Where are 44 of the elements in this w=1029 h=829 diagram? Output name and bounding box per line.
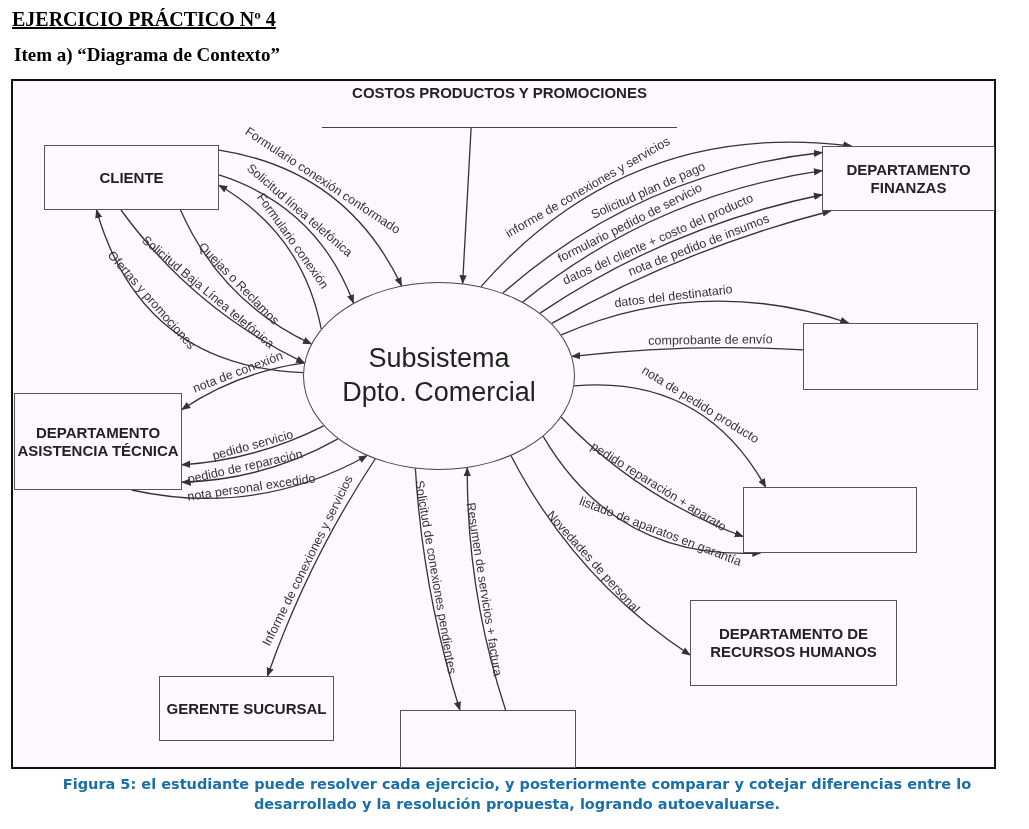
flow-arrow <box>542 435 762 557</box>
flow-arrow <box>560 300 850 336</box>
entity-label: DEPARTAMENTO ASISTENCIA TÉCNICA <box>16 423 180 460</box>
section-heading: Item a) “Diagrama de Contexto” <box>14 44 280 66</box>
empty-box <box>803 323 978 390</box>
flow-arrow <box>179 209 312 345</box>
entity-label: DEPARTAMENTO DE RECURSOS HUMANOS <box>709 625 878 661</box>
flow-arrow <box>502 150 823 294</box>
flow-arrow <box>218 184 322 330</box>
flow-arrow <box>95 209 304 374</box>
figure-caption: Figura 5: el estudiante puede resolver cada ejercicio, y posteriormente comparar y cotejar diferencias entre lo desarrollado y la resolución propuesta, logrando autoevaluarse. <box>61 775 973 814</box>
heading-text: COSTOS PRODUCTOS Y PROMOCIONES <box>322 84 677 128</box>
flow-arrow <box>181 425 325 468</box>
flow-arrow <box>218 149 403 287</box>
diagram-title: EJERCICIO PRÁCTICO Nº 4 <box>12 8 276 31</box>
entity-label: CLIENTE <box>99 168 164 187</box>
flow-arrow <box>480 141 853 288</box>
entity-box <box>159 676 334 741</box>
flow-arrow <box>510 455 691 656</box>
flow-arrow <box>266 458 376 677</box>
entity-label: DEPARTAMENTO FINANZAS <box>845 160 972 197</box>
flow-arrow <box>130 455 368 499</box>
flow-arrow <box>551 209 832 325</box>
entity-box <box>822 146 995 211</box>
entity-box <box>44 145 219 210</box>
entity-box <box>690 600 897 686</box>
flow-arrow <box>181 362 305 411</box>
flow-arrow <box>218 174 355 304</box>
flow-arrow <box>539 193 823 314</box>
flow-arrow <box>571 346 804 360</box>
flow-label: comprobante de envío <box>648 332 773 348</box>
empty-box <box>400 710 576 768</box>
flow-arrow <box>522 168 823 303</box>
entity-box <box>14 393 182 490</box>
flow-label: Resumen de servicios + factura <box>463 501 505 678</box>
empty-box <box>743 487 917 553</box>
flow-arrow <box>560 416 744 538</box>
flow-arrow <box>573 384 767 488</box>
flow-arrow <box>181 438 339 486</box>
process-label: Subsistema Dpto. Comercial <box>341 342 537 409</box>
entity-label: GERENTE SUCURSAL <box>166 699 327 718</box>
flow-label: datos del destinatario <box>613 282 734 311</box>
flow-arrow <box>120 209 306 364</box>
flow-label: Solicitud de conexiones pendientes <box>412 479 460 675</box>
